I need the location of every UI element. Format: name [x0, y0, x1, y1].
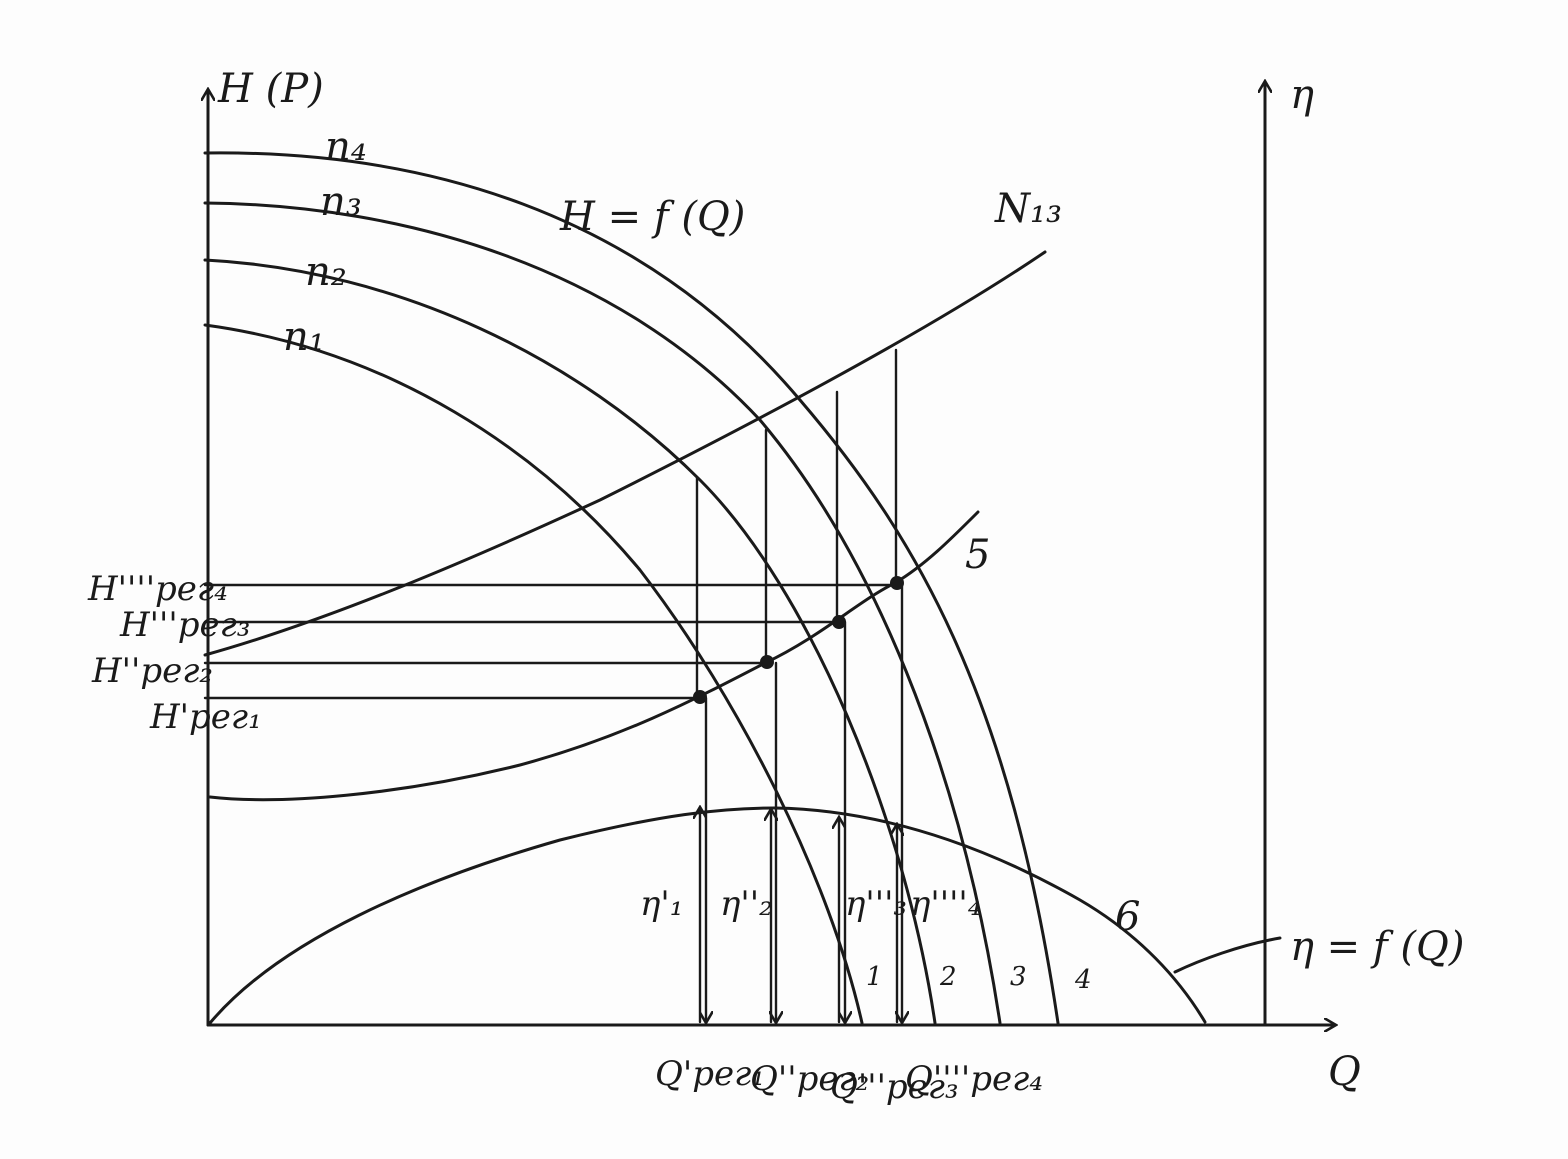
curve-n2 — [203, 258, 937, 1025]
label-q3: Q'''рег₃ — [830, 1067, 959, 1107]
network-curve — [203, 250, 1047, 657]
label-family: H = f (Q) — [559, 194, 745, 240]
x-axis-label: Q — [1328, 1049, 1361, 1095]
zone-1: 1 — [866, 962, 883, 992]
label-network: N₁₃ — [994, 186, 1062, 232]
label-n1: n₁ — [283, 314, 325, 360]
zone-4: 4 — [1074, 965, 1092, 995]
y-axis-right-label: η — [1290, 72, 1314, 118]
label-eta-4: η''''₄ — [910, 884, 981, 924]
label-curve-5: 5 — [965, 532, 990, 578]
point-3 — [832, 615, 846, 629]
curve-n3 — [203, 201, 1002, 1025]
label-efficiency: η = f (Q) — [1290, 924, 1464, 970]
label-h4: H''''рег₄ — [87, 569, 228, 609]
label-n3: n₃ — [320, 179, 362, 225]
efficiency-leader — [1173, 936, 1282, 974]
label-eta-3: η'''₃ — [845, 884, 907, 924]
label-q1: Q'рег₁ — [655, 1054, 765, 1094]
label-h1: H'рег₁ — [149, 697, 262, 737]
label-q2: Q''рег₂ — [750, 1059, 869, 1099]
y-axis-left-label: H (P) — [217, 66, 324, 112]
label-n4: n₄ — [325, 124, 367, 170]
point-1 — [693, 690, 707, 704]
curve-6 — [208, 806, 1207, 1025]
label-h2: H''рег₂ — [91, 651, 213, 691]
zone-2: 2 — [939, 962, 957, 992]
label-h3: H'''рег₃ — [119, 605, 250, 645]
curve-n4 — [203, 151, 1060, 1025]
label-eta-2: η''₂ — [720, 884, 773, 924]
label-n2: n₂ — [305, 249, 347, 295]
curve-n1 — [203, 323, 864, 1025]
point-4 — [890, 576, 904, 590]
label-eta-1: η'₁ — [640, 884, 683, 924]
label-curve-6: 6 — [1115, 894, 1140, 940]
label-q4: Q''''рег₄ — [905, 1059, 1043, 1099]
zone-3: 3 — [1010, 962, 1027, 992]
point-2 — [760, 655, 774, 669]
